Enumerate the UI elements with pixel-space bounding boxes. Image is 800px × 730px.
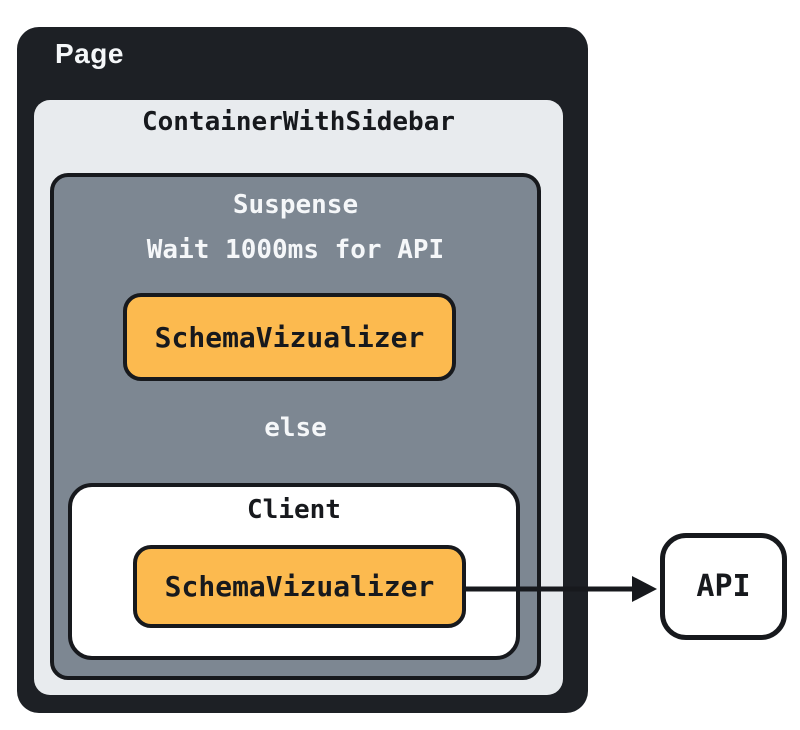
- node-suspense: Suspense Wait 1000ms for API SchemaVizua…: [50, 173, 541, 680]
- api-label: API: [696, 569, 751, 604]
- node-api: API: [660, 533, 787, 640]
- suspense-wait-note: Wait 1000ms for API: [146, 235, 445, 265]
- node-container-with-sidebar: ContainerWithSidebar Suspense Wait 1000m…: [34, 100, 563, 695]
- node-client: Client SchemaVizualizer: [68, 483, 520, 660]
- schema-vizualizer-suspense-label: SchemaVizualizer: [154, 320, 425, 354]
- else-label: else: [264, 413, 327, 443]
- node-schema-vizualizer-suspense: SchemaVizualizer: [123, 293, 456, 381]
- container-with-sidebar-label: ContainerWithSidebar: [141, 107, 456, 137]
- node-schema-vizualizer-client: SchemaVizualizer: [133, 545, 466, 628]
- node-page: Page ContainerWithSidebar Suspense Wait …: [17, 27, 588, 713]
- suspense-label: Suspense: [232, 190, 359, 220]
- page-label: Page: [55, 38, 124, 69]
- schema-vizualizer-client-label: SchemaVizualizer: [164, 570, 435, 603]
- client-label: Client: [247, 495, 341, 525]
